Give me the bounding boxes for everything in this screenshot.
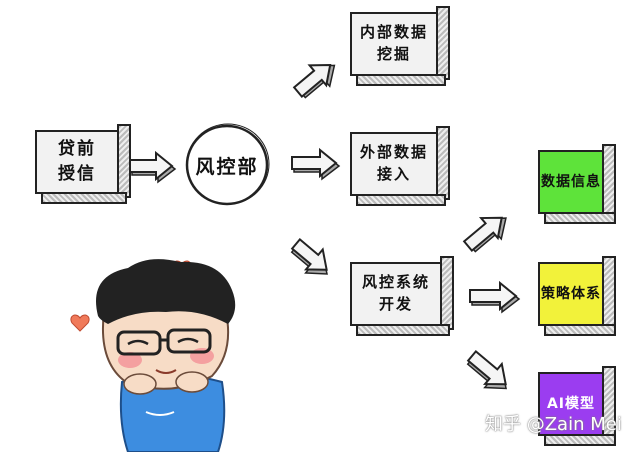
node-external-access-line1: 外部数据 bbox=[359, 143, 428, 162]
node-internal-mining: 内部数据 挖掘 bbox=[350, 6, 450, 87]
arrow-pre_loan-to-risk_dept bbox=[129, 150, 177, 184]
node-ai-model-face: AI模型 bbox=[538, 372, 604, 436]
node-ai-model: AI模型 bbox=[538, 366, 618, 447]
risk-dept-circle bbox=[185, 123, 270, 206]
node-data-info: 数据信息 bbox=[538, 144, 618, 225]
node-system-dev-line2: 开发 bbox=[378, 295, 413, 313]
node-internal-mining-line1: 内部数据 bbox=[359, 23, 428, 42]
node-ai-model-label: AI模型 bbox=[546, 395, 596, 412]
node-strategy-face: 策略体系 bbox=[538, 262, 604, 326]
node-system-dev: 风控系统 开发 bbox=[350, 256, 455, 337]
node-strategy-label: 策略体系 bbox=[541, 285, 601, 302]
node-pre-loan: 贷前 授信 bbox=[35, 124, 131, 204]
arrow-system_dev-to-ai_model bbox=[466, 349, 508, 390]
node-external-access-line2: 接入 bbox=[376, 165, 411, 183]
node-data-info-label: 数据信息 bbox=[541, 173, 601, 190]
arrow-system_dev-to-strategy bbox=[469, 280, 521, 314]
cartoon-character bbox=[70, 259, 236, 452]
arrow-system_dev-to-data_info bbox=[462, 216, 507, 253]
node-internal-mining-line2: 挖掘 bbox=[376, 45, 411, 63]
node-system-dev-line1: 风控系统 bbox=[361, 273, 430, 292]
node-risk-dept-label: 风控部 bbox=[195, 156, 259, 178]
node-pre-loan-line2: 授信 bbox=[58, 164, 96, 184]
node-pre-loan-line1: 贷前 bbox=[58, 139, 96, 160]
node-data-info-face: 数据信息 bbox=[538, 150, 604, 214]
node-risk-dept: 风控部 bbox=[182, 120, 272, 210]
node-external-access: 外部数据 接入 bbox=[350, 126, 450, 207]
arrow-risk_dept-to-external_access bbox=[291, 147, 341, 181]
watermark: 知乎 @Zain Mei bbox=[485, 414, 622, 435]
node-strategy: 策略体系 bbox=[538, 256, 618, 337]
arrow-risk_dept-to-system_dev bbox=[290, 237, 328, 275]
heart-icon bbox=[70, 314, 90, 332]
arrow-risk_dept-to-internal_mining bbox=[292, 63, 336, 99]
